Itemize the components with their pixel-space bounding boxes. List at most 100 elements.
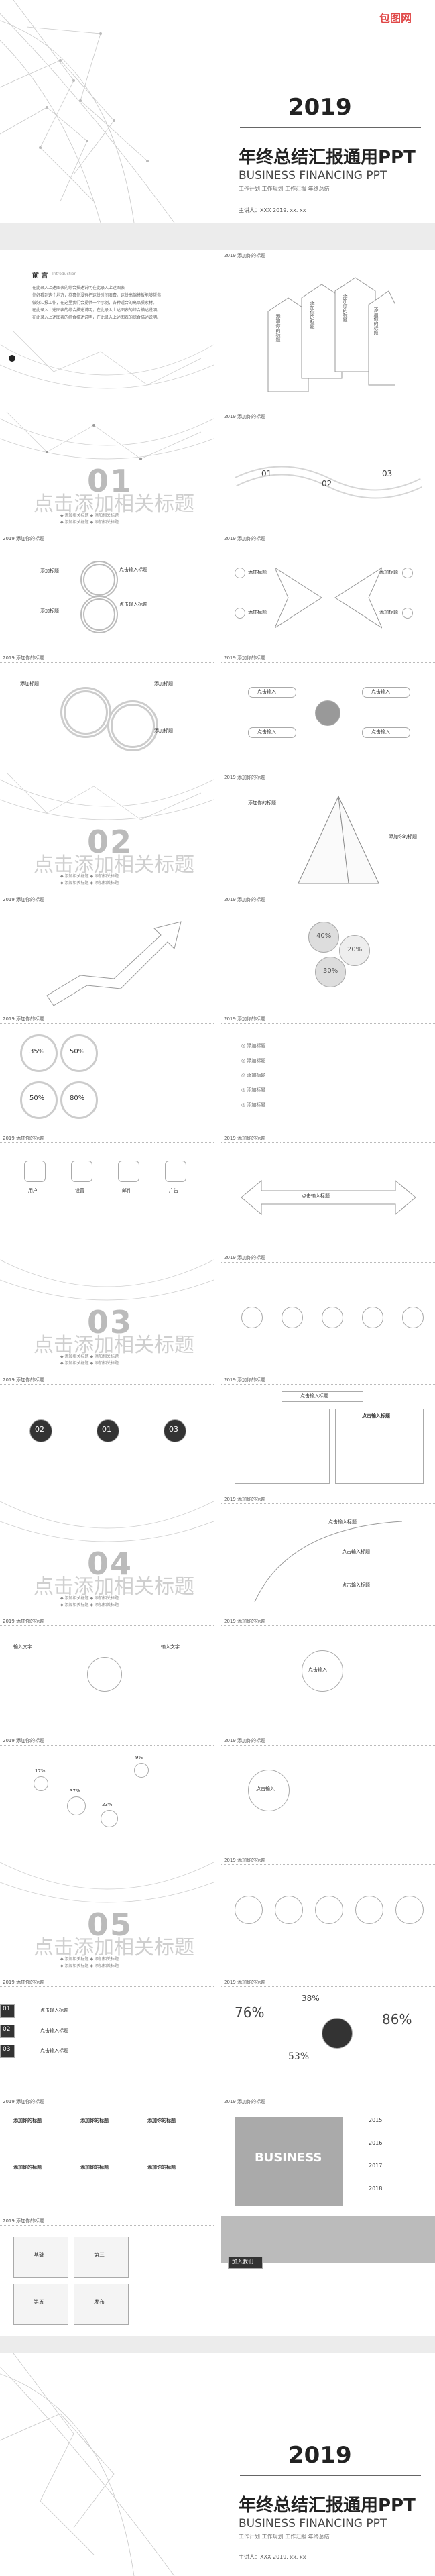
slide-header: 2019 添加你的标题 bbox=[221, 1617, 435, 1626]
target-label: 输入文字 bbox=[161, 1644, 180, 1650]
slide-header: 2019 添加你的标题 bbox=[221, 412, 435, 421]
chapter-04-slide: 04 点击添加相关标题 ◆ 添加相关标题 ◆ 添加相关标题 ◆ 添加相关标题 ◆… bbox=[0, 1495, 214, 1615]
chart-icon bbox=[402, 608, 413, 619]
percent-circle bbox=[315, 957, 346, 987]
gear-label: 添加标题 bbox=[20, 681, 39, 686]
speaker-icon bbox=[315, 700, 340, 726]
percent-value: 35% bbox=[29, 1048, 45, 1055]
grid-label: 第三 bbox=[94, 2252, 105, 2258]
chapter-title: 点击添加相关标题 bbox=[34, 1334, 194, 1357]
row-circle bbox=[395, 1896, 424, 1924]
arrow-label: 添加标题 bbox=[379, 610, 398, 615]
preface-title: 前 言 bbox=[32, 272, 48, 280]
percent-value: 50% bbox=[70, 1048, 85, 1055]
grid-title: 添加你的标题 bbox=[13, 2118, 42, 2123]
wave-ribbon-graphic bbox=[235, 466, 422, 499]
join-label: 加入我们 bbox=[232, 2259, 253, 2265]
bubble bbox=[67, 1796, 86, 1815]
chapter-title: 点击添加相关标题 bbox=[34, 1936, 194, 1960]
target-label: 输入文字 bbox=[13, 1644, 32, 1650]
gear-icon bbox=[402, 568, 413, 578]
target-icon bbox=[87, 1657, 122, 1692]
medal-label: 01 bbox=[102, 1425, 111, 1434]
cross-arrows-slide: 2019 添加你的标题 添加标题 添加标题 添加标题 添加标题 bbox=[221, 534, 435, 652]
list-item: ◎ 添加标题 bbox=[241, 1058, 266, 1063]
chapter-network-graphic bbox=[0, 1501, 214, 1542]
hexagon-node bbox=[282, 1307, 303, 1328]
curve-label: 点击输入标题 bbox=[342, 1582, 370, 1588]
hexagon-slide: 2019 添加你的标题 bbox=[221, 1253, 435, 1374]
pill-label: 点击输入 bbox=[257, 729, 276, 735]
search-icon bbox=[235, 608, 245, 619]
step-label: 添加你的标题 bbox=[310, 301, 315, 329]
grid-title: 添加你的标题 bbox=[80, 2118, 109, 2123]
gear-icon bbox=[107, 700, 158, 751]
target-slide: 2019 添加你的标题 输入文字 输入文字 bbox=[0, 1617, 214, 1735]
preface-line: 在此录入上述图表的综合描述说明，在此录入上述图表的综合描述说明。 bbox=[32, 315, 162, 320]
box-label: 点击输入标题 bbox=[300, 1393, 328, 1399]
back-cover-slide: 2019 年终总结汇报通用PPT BUSINESS FINANCING PPT … bbox=[0, 2353, 435, 2576]
logo: 包图网 bbox=[379, 12, 412, 25]
slide-header: 2019 添加你的标题 bbox=[0, 1978, 214, 1987]
slide-header: 2019 添加你的标题 bbox=[221, 895, 435, 904]
chapter-item: ◆ 添加相关标题 ◆ 添加相关标题 bbox=[60, 1964, 119, 1968]
step-label: 添加你的标题 bbox=[275, 314, 281, 342]
cover-desc: 工作计划 工作规划 工作汇报 年终总结 bbox=[239, 186, 330, 192]
hexagon-node bbox=[402, 1307, 424, 1328]
dark-circle bbox=[322, 2018, 353, 2049]
bubble-value: 37% bbox=[70, 1788, 80, 1794]
percent-value: 40% bbox=[316, 932, 332, 940]
chapter-03-slide: 03 点击添加相关标题 ◆ 添加相关标题 ◆ 添加相关标题 ◆ 添加相关标题 ◆… bbox=[0, 1253, 214, 1374]
chapter-item: ◆ 添加相关标题 ◆ 添加相关标题 bbox=[60, 1596, 119, 1601]
slide-header: 2019 添加你的标题 bbox=[221, 1978, 435, 1987]
big-percent: 38% bbox=[302, 1994, 320, 2003]
text-grid-slide: 2019 添加你的标题 添加你的标题 添加你的标题 添加你的标题 添加你的标题 … bbox=[0, 2097, 214, 2215]
chapter-number: 03 bbox=[87, 1304, 133, 1340]
year-label: 2017 bbox=[369, 2163, 383, 2169]
icon-boxes-slide: 2019 添加你的标题 用户 设置 邮件 广告 bbox=[0, 1134, 214, 1252]
slide-header: 2019 添加你的标题 bbox=[0, 2216, 214, 2226]
gear-icon bbox=[60, 687, 111, 738]
gear-label: 点击输入标题 bbox=[119, 602, 147, 607]
list-item: ◎ 添加标题 bbox=[241, 1043, 266, 1049]
user-icon bbox=[24, 1161, 46, 1182]
percent-ring bbox=[20, 1034, 58, 1072]
chapter-item: ◆ 添加相关标题 ◆ 添加相关标题 bbox=[60, 874, 119, 879]
curve-slide: 2019 添加你的标题 点击输入标题 点击输入标题 点击输入标题 bbox=[221, 1495, 435, 1615]
chapter-05-slide: 05 点击添加相关标题 ◆ 添加相关标题 ◆ 添加相关标题 ◆ 添加相关标题 ◆… bbox=[0, 1856, 214, 1976]
back-year: 2019 bbox=[288, 2442, 352, 2469]
curve-graphic bbox=[254, 1521, 403, 1603]
list-item: ◎ 添加标题 bbox=[241, 1087, 266, 1093]
gear-icon bbox=[80, 596, 118, 633]
row-circle bbox=[275, 1896, 303, 1924]
big-percent: 53% bbox=[288, 2051, 310, 2062]
icon-list-slide: 2019 添加你的标题 ◎ 添加标题 ◎ 添加标题 ◎ 添加标题 ◎ 添加标题 … bbox=[221, 1014, 435, 1132]
arrow-label: 添加标题 bbox=[379, 570, 398, 575]
list-number: 03 bbox=[3, 2046, 11, 2053]
row-circle bbox=[355, 1896, 383, 1924]
cover-divider bbox=[240, 127, 421, 128]
double-arrow-graphic bbox=[241, 1179, 416, 1216]
gear-label: 添加标题 bbox=[154, 681, 173, 686]
hexagon-node bbox=[362, 1307, 383, 1328]
bubble bbox=[101, 1810, 118, 1827]
row-circle bbox=[235, 1896, 263, 1924]
growth-arrow-graphic bbox=[46, 921, 182, 1006]
big-percent-slide: 2019 添加你的标题 76% 38% 53% 86% bbox=[221, 1978, 435, 2096]
preface-network-graphic bbox=[0, 331, 214, 389]
slide-header: 2019 添加你的标题 bbox=[0, 1736, 214, 1746]
row-circle bbox=[315, 1896, 343, 1924]
back-subtitle: BUSINESS FINANCING PPT bbox=[239, 2517, 387, 2530]
slide-header: 2019 添加你的标题 bbox=[221, 1253, 435, 1263]
slide-header: 2019 添加你的标题 bbox=[221, 251, 435, 260]
slide-header: 2019 添加你的标题 bbox=[221, 1736, 435, 1746]
slide-header: 2019 添加你的标题 bbox=[0, 895, 214, 904]
megaphone-icon bbox=[165, 1161, 186, 1182]
list-text: 点击输入标题 bbox=[40, 2048, 68, 2053]
slide-header: 2019 添加你的标题 bbox=[0, 2097, 214, 2106]
bubble-value: 9% bbox=[135, 1755, 143, 1760]
center-label: 点击输入 bbox=[256, 1786, 275, 1792]
growth-slide: 2019 添加你的标题 bbox=[0, 895, 214, 1013]
pyramid-label: 添加你的标题 bbox=[389, 834, 417, 839]
percent-value: 80% bbox=[70, 1095, 85, 1102]
